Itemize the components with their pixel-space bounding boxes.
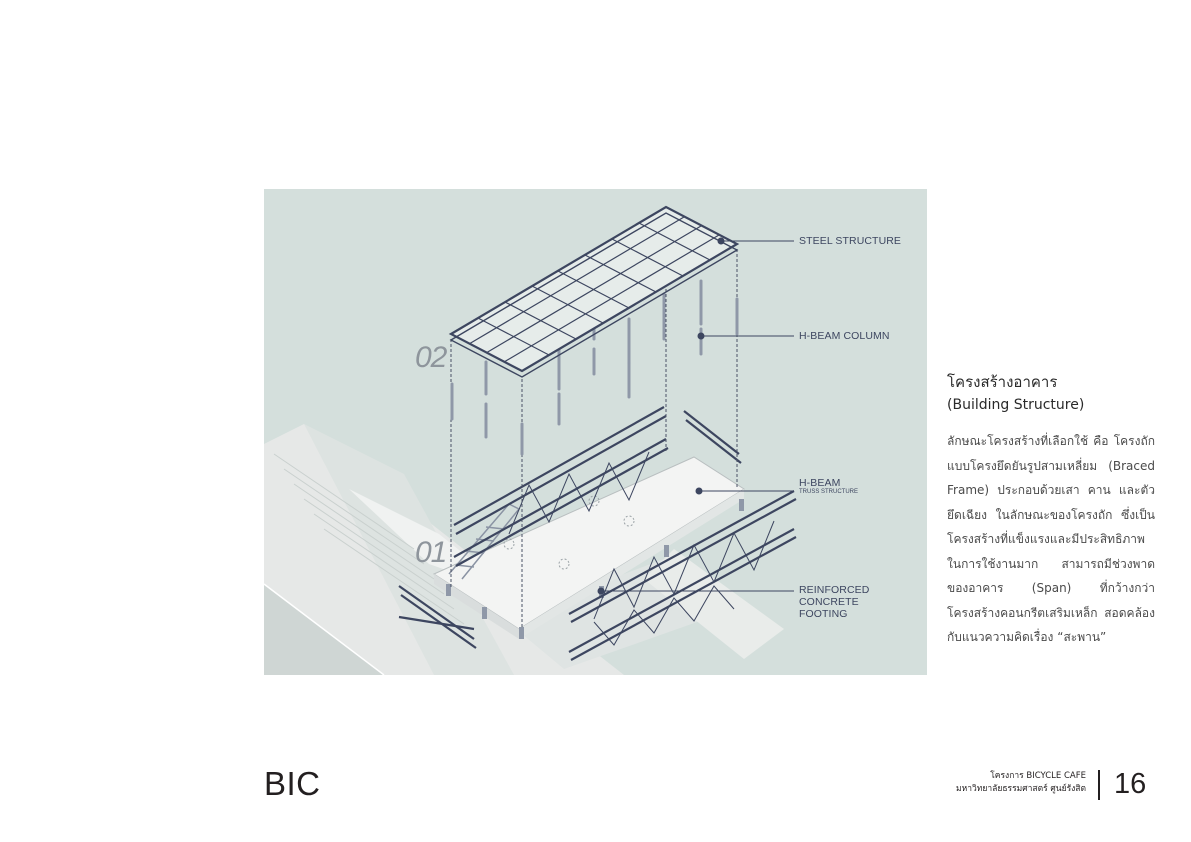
project-name: โครงการ BICYCLE CAFE — [990, 771, 1086, 781]
h-beam-label: H-BEAM TRUSS STRUCTURE — [799, 477, 858, 496]
projection-lines — [450, 214, 738, 629]
h-beam-title: H-BEAM — [799, 477, 841, 489]
callout-leaders — [597, 237, 794, 595]
brand-logo-text: BIC — [264, 765, 321, 802]
steel-roof-grid — [448, 205, 740, 378]
level-02-label: 02 — [415, 341, 447, 374]
project-info: โครงการ BICYCLE CAFE มหาวิทยาลัยธรรมศาสต… — [956, 770, 1086, 796]
footing-label-line2: FOOTING — [799, 608, 848, 620]
section-body: ลักษณะโครงสร้างที่เลือกใช้ คือ โครงถักแบ… — [947, 434, 1155, 644]
description-panel: โครงสร้างอาคาร (Building Structure) ลักษ… — [947, 370, 1155, 650]
exploded-axonometric-drawing — [264, 205, 797, 675]
section-title: โครงสร้างอาคาร — [947, 373, 1058, 391]
footing-label-line1: REINFORCED CONCRETE — [799, 584, 870, 608]
h-beam-columns — [450, 279, 739, 456]
footing-label: REINFORCED CONCRETE FOOTING — [799, 584, 927, 620]
h-beam-column-label: H-BEAM COLUMN — [799, 330, 890, 342]
truss-structure-subtitle: TRUSS STRUCTURE — [799, 489, 859, 495]
university-name: มหาวิทยาลัยธรรมศาสตร์ ศูนย์รังสิต — [956, 784, 1086, 794]
footer-divider — [1098, 770, 1100, 800]
level-01-label: 01 — [415, 536, 447, 569]
structure-diagram: 02 01 STEEL STRUCTURE H-BEAM COLUMN H-BE… — [264, 189, 927, 675]
section-subtitle: (Building Structure) — [947, 397, 1085, 413]
steel-structure-label: STEEL STRUCTURE — [799, 235, 902, 247]
page-number: 16 — [1114, 768, 1147, 800]
concrete-slab — [432, 456, 745, 639]
